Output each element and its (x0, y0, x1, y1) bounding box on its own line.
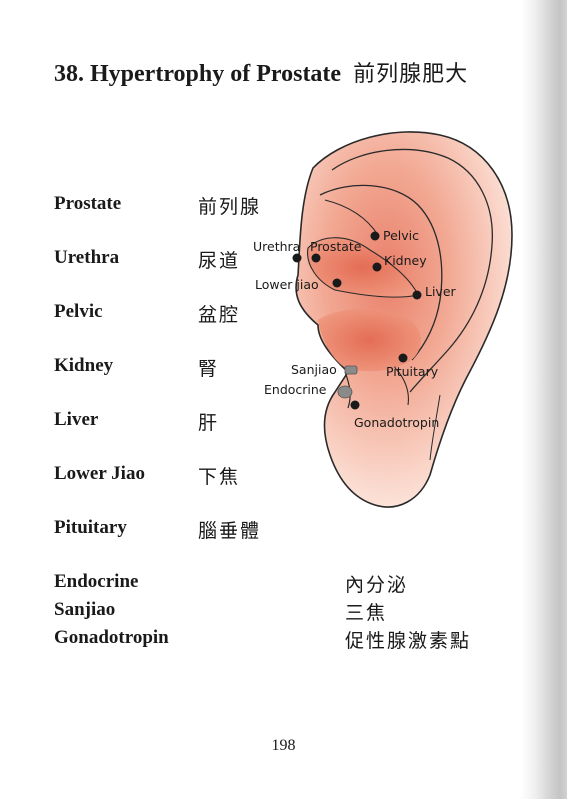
prostate-point (311, 253, 321, 263)
term-gonadotropin: Gonadotropin (54, 627, 169, 648)
term-urethra: Urethra (54, 247, 120, 268)
gonadotropin-label: Gonadotropin (354, 415, 439, 430)
term-prostate-chinese: 前列腺 (198, 196, 262, 218)
kidney-label: Kidney (384, 253, 427, 268)
term-sanjiao-chinese: 三焦 (345, 602, 388, 624)
lower-jiao-point (332, 278, 342, 288)
antihelix (319, 184, 443, 361)
urethra-label: Urethra (253, 239, 300, 254)
term-kidney-chinese: 腎 (198, 358, 220, 380)
helix-inner-rim (331, 148, 493, 393)
ear-diagram: Pelvic Urethra Prostate Kidney Lower jia… (245, 128, 525, 518)
pituitary-label: Pituitary (386, 364, 439, 379)
term-prostate: Prostate (54, 193, 122, 214)
term-kidney: Kidney (54, 355, 114, 376)
term-endocrine-chinese: 內分泌 (345, 574, 409, 596)
term-endocrine: Endocrine (54, 571, 139, 592)
triangular-fossa (324, 199, 379, 236)
term-lower-jiao: Lower Jiao (54, 463, 145, 484)
page-title: 38. Hypertrophy of Prostate 前列腺肥大 (54, 56, 468, 88)
endocrine-point (337, 385, 353, 399)
page-edge-shadow (521, 0, 567, 799)
pelvic-point (370, 231, 380, 241)
page-number: 198 (271, 737, 296, 754)
urethra-point (292, 253, 302, 263)
cavum-concha (318, 308, 422, 372)
term-sanjiao: Sanjiao (54, 599, 116, 620)
lower-jiao-label: Lower jiao (255, 277, 319, 292)
term-pituitary: Pituitary (54, 517, 127, 538)
title-english: 38. Hypertrophy of Prostate (54, 61, 342, 87)
term-liver-chinese: 肝 (198, 412, 220, 434)
kidney-point (372, 262, 382, 272)
title-chinese: 前列腺肥大 (353, 62, 469, 87)
term-pituitary-chinese: 腦垂體 (198, 520, 262, 542)
sanjiao-point (344, 365, 358, 375)
pelvic-label: Pelvic (383, 228, 419, 243)
term-lower-jiao-chinese: 下焦 (198, 466, 241, 488)
term-urethra-chinese: 尿道 (198, 250, 241, 272)
gonadotropin-point (350, 400, 360, 410)
liver-point (412, 290, 422, 300)
endocrine-label: Endocrine (264, 382, 327, 397)
lobule-line (429, 394, 441, 461)
liver-label: Liver (425, 284, 457, 299)
term-liver: Liver (54, 409, 99, 430)
antitragus-line (394, 367, 409, 406)
term-pelvic: Pelvic (54, 301, 103, 322)
term-gonadotropin-chinese: 促性腺激素點 (345, 630, 472, 652)
pituitary-point (398, 353, 408, 363)
term-pelvic-chinese: 盆腔 (198, 304, 241, 326)
prostate-label: Prostate (310, 239, 362, 254)
sanjiao-label: Sanjiao (291, 362, 337, 377)
